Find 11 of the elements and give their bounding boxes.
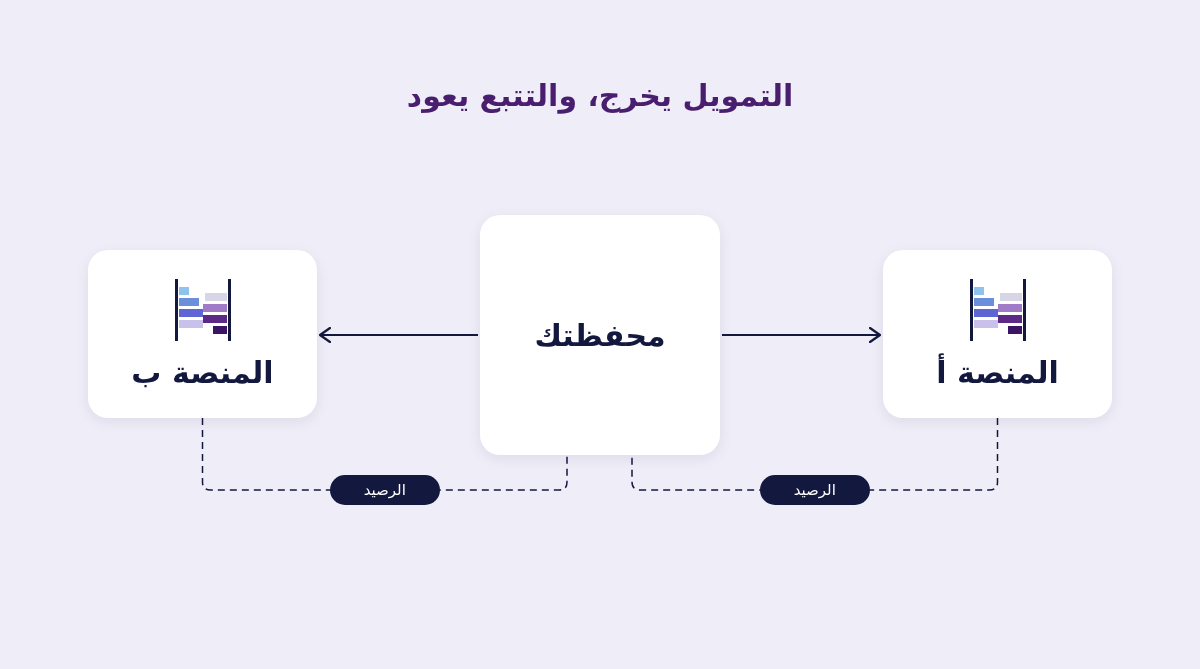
edge-label: الرصيد xyxy=(329,475,440,505)
wallet-box xyxy=(480,215,720,455)
arrow xyxy=(318,326,478,344)
platform-box xyxy=(88,250,317,418)
title: التمويل يخرج، والتتبع يعود xyxy=(405,78,795,113)
node-label: محفظتك xyxy=(534,317,666,353)
node-label: المنصة أ xyxy=(936,354,1059,390)
arrow xyxy=(722,326,882,344)
node-label: المنصة ب xyxy=(131,354,274,390)
platform-box xyxy=(883,250,1112,418)
edge-label: الرصيد xyxy=(759,475,870,505)
